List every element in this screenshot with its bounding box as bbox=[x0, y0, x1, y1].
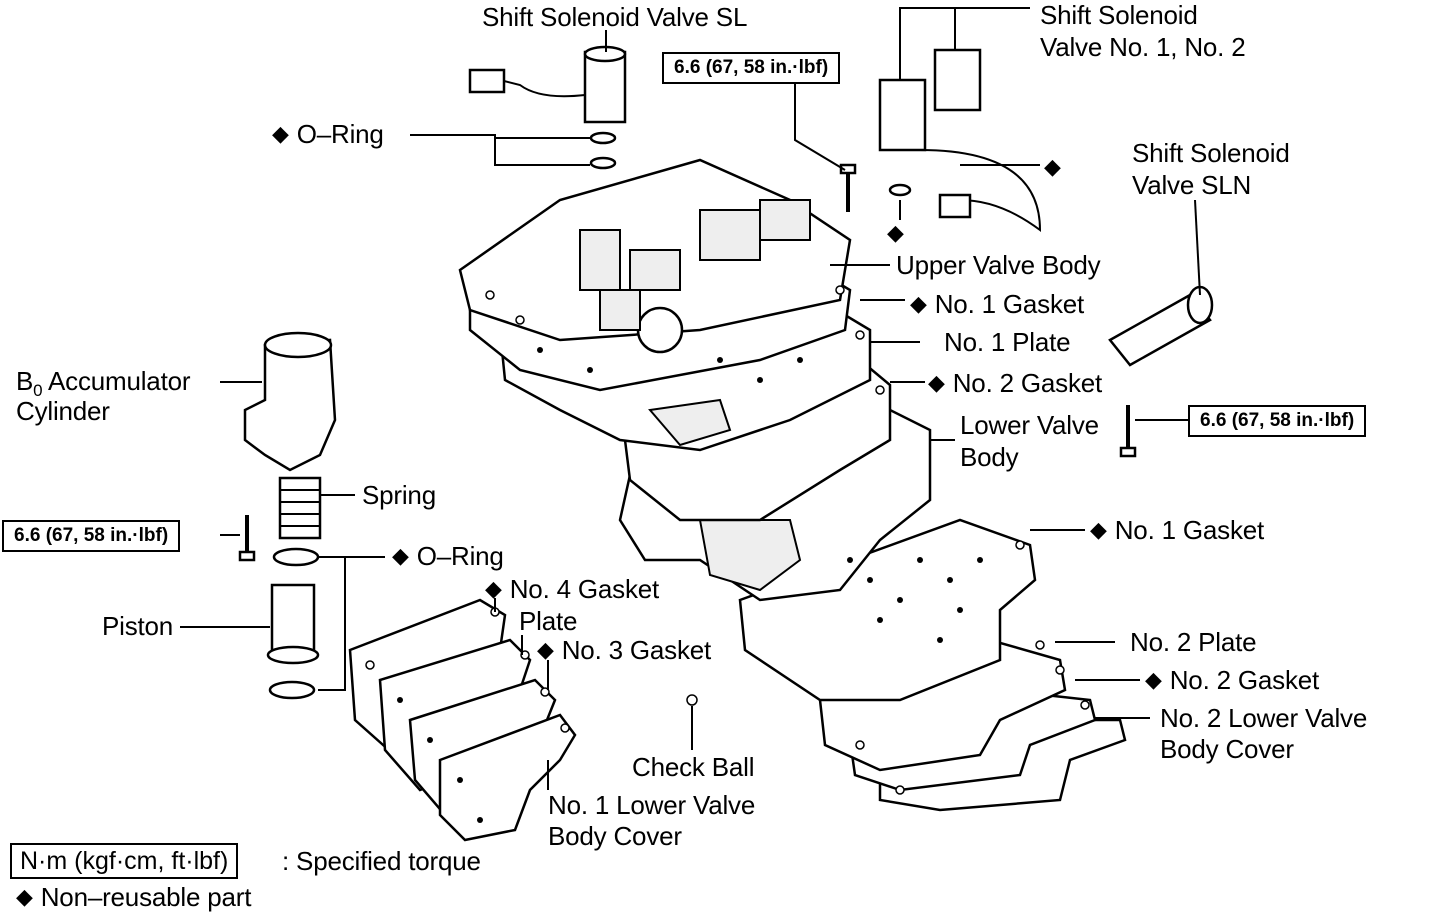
b0-accumulator-cylinder-shape bbox=[243, 331, 337, 472]
no2-plate-shape bbox=[818, 638, 1067, 772]
diamond-icon: ◆ bbox=[392, 543, 409, 568]
nonreusable-mark-solenoid-icon: ◆ bbox=[1044, 152, 1069, 184]
label-o-ring-lower: ◆ O–Ring bbox=[392, 541, 504, 573]
label-no1-plate: No. 1 Plate bbox=[944, 327, 1071, 357]
label-no2-plate: No. 2 Plate bbox=[1130, 627, 1257, 657]
diamond-icon: ◆ bbox=[887, 220, 904, 245]
label-no2-gasket-lower: ◆ No. 2 Gasket bbox=[1145, 665, 1319, 697]
label-plate: Plate bbox=[519, 606, 578, 636]
o-ring-top-text: O–Ring bbox=[296, 119, 384, 149]
label-no2-lower-cover-line2: Body Cover bbox=[1160, 734, 1294, 764]
diamond-icon: ◆ bbox=[910, 291, 927, 316]
no2-gasket-lower-text: No. 2 Gasket bbox=[1169, 665, 1320, 695]
label-lower-valve-body-line1: Lower Valve bbox=[960, 410, 1099, 440]
label-check-ball: Check Ball bbox=[632, 752, 755, 782]
o-ring-lower-text: O–Ring bbox=[416, 541, 504, 571]
label-upper-valve-body: Upper Valve Body bbox=[896, 250, 1101, 280]
label-spring: Spring bbox=[362, 480, 436, 510]
no3-gasket-text: No. 3 Gasket bbox=[561, 635, 712, 665]
label-no1-lower-cover-line1: No. 1 Lower Valve bbox=[548, 790, 756, 820]
label-shift-solenoid-12-line2: Valve No. 1, No. 2 bbox=[1040, 32, 1246, 62]
bolt-left-shape bbox=[238, 515, 256, 562]
label-no2-lower-cover-line1: No. 2 Lower Valve bbox=[1160, 703, 1368, 733]
diamond-icon: ◆ bbox=[1145, 667, 1162, 692]
label-b0-accumulator-line2: Cylinder bbox=[16, 396, 110, 426]
label-shift-solenoid-sln-line2: Valve SLN bbox=[1132, 170, 1252, 200]
label-no1-lower-cover-line2: Body Cover bbox=[548, 821, 682, 851]
diamond-icon: ◆ bbox=[16, 884, 33, 909]
shift-solenoid-12-shape bbox=[878, 7, 1042, 233]
torque-spec-right: 6.6 (67, 58 in.·lbf) bbox=[1188, 405, 1367, 437]
no1-lower-valve-body-cover-shape bbox=[438, 713, 577, 842]
no4-gasket-text: No. 4 Gasket bbox=[509, 574, 660, 604]
no1-gasket-lower-text: No. 1 Gasket bbox=[1114, 515, 1265, 545]
check-ball-shape bbox=[686, 694, 698, 706]
nonreusable-mark-oring-solenoid-icon: ◆ bbox=[887, 218, 912, 250]
label-no1-gasket-lower: ◆ No. 1 Gasket bbox=[1090, 515, 1264, 547]
plate-holes bbox=[485, 285, 1090, 795]
no1-gasket-upper-text: No. 1 Gasket bbox=[934, 289, 1085, 319]
label-b0-accumulator-line1: B0 Accumulator bbox=[16, 366, 191, 406]
diamond-icon: ◆ bbox=[1044, 154, 1061, 179]
bolt-top-shape bbox=[839, 163, 857, 212]
piston-shape bbox=[266, 583, 320, 665]
diamond-icon: ◆ bbox=[928, 370, 945, 395]
nonreusable-mark-icon: ◆ bbox=[272, 121, 289, 146]
b0-accumulator-text: Accumulator bbox=[42, 366, 191, 396]
label-no3-gasket: ◆ No. 3 Gasket bbox=[537, 635, 711, 667]
label-no1-gasket-upper: ◆ No. 1 Gasket bbox=[910, 289, 1084, 321]
label-shift-solenoid-sl: Shift Solenoid Valve SL bbox=[482, 2, 748, 32]
b0-subscript: 0 bbox=[33, 381, 43, 401]
label-no2-gasket-upper: ◆ No. 2 Gasket bbox=[928, 368, 1102, 400]
diamond-icon: ◆ bbox=[537, 637, 554, 662]
no1-gasket-lower-shape bbox=[738, 518, 1037, 702]
label-o-ring-top: ◆ O–Ring bbox=[272, 119, 384, 151]
legend-torque-units: N·m (kgf·cm, ft·lbf) bbox=[10, 843, 239, 879]
shift-solenoid-sl-shape bbox=[468, 45, 627, 170]
label-shift-solenoid-sln-line1: Shift Solenoid bbox=[1132, 138, 1290, 168]
diamond-icon: ◆ bbox=[1090, 517, 1107, 542]
label-piston: Piston bbox=[102, 611, 174, 641]
torque-spec-top: 6.6 (67, 58 in.·lbf) bbox=[662, 52, 841, 84]
bolt-right-shape bbox=[1119, 405, 1137, 458]
no2-gasket-upper-text: No. 2 Gasket bbox=[952, 368, 1103, 398]
label-lower-valve-body-line2: Body bbox=[960, 442, 1019, 472]
b0-prefix: B bbox=[16, 366, 34, 396]
legend-torque-desc: : Specified torque bbox=[282, 846, 481, 876]
spring-shape bbox=[278, 476, 322, 540]
diamond-icon: ◆ bbox=[485, 576, 502, 601]
shift-solenoid-sln-shape bbox=[1108, 285, 1214, 367]
torque-spec-left: 6.6 (67, 58 in.·lbf) bbox=[2, 520, 181, 552]
legend-nonreusable-text: Non–reusable part bbox=[40, 882, 252, 912]
legend-nonreusable: ◆ Non–reusable part bbox=[16, 882, 251, 914]
leader-lines bbox=[180, 30, 1201, 790]
upper-valve-body-shape bbox=[458, 158, 852, 354]
label-no4-gasket: ◆ No. 4 Gasket bbox=[485, 574, 659, 606]
label-shift-solenoid-12-line1: Shift Solenoid bbox=[1040, 0, 1198, 30]
